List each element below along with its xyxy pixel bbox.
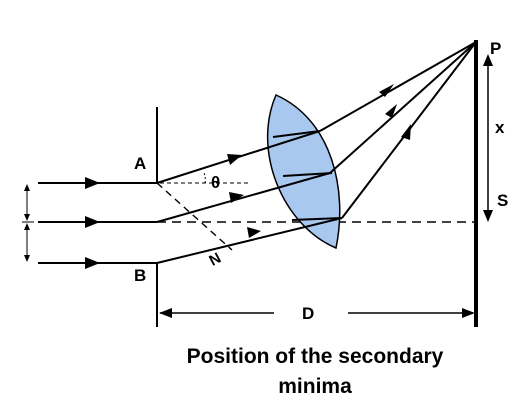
converging-arrowheads	[379, 84, 411, 140]
label-theta: θ	[211, 173, 220, 192]
slit-width-arrows	[22, 187, 34, 259]
incident-arrowheads	[85, 177, 100, 269]
caption-line-2: minima	[278, 375, 352, 398]
x-dimension-arrowhead-bottom	[483, 210, 493, 222]
caption-line-1: Position of the secondary	[186, 345, 444, 368]
rays-inside-lens	[272, 130, 343, 221]
converging-rays	[319, 41, 477, 219]
diffracted-arrowheads	[227, 154, 261, 238]
angle-arc	[203, 172, 206, 184]
figure-caption: Position of the secondary minima	[150, 342, 480, 402]
label-p: P	[490, 39, 501, 58]
d-dimension-arrowhead-right	[462, 308, 475, 318]
label-x: x	[495, 118, 505, 137]
d-dimension-arrowhead-left	[159, 308, 172, 318]
x-dimension-arrowhead-top	[483, 54, 493, 66]
label-n: N	[206, 250, 224, 270]
label-b: B	[134, 266, 146, 285]
label-d: D	[302, 304, 314, 323]
convex-lens	[267, 94, 341, 250]
label-s: S	[497, 191, 508, 210]
slit-width-arrowheads	[24, 184, 30, 262]
path-difference-line	[156, 182, 233, 251]
label-a: A	[134, 154, 146, 173]
